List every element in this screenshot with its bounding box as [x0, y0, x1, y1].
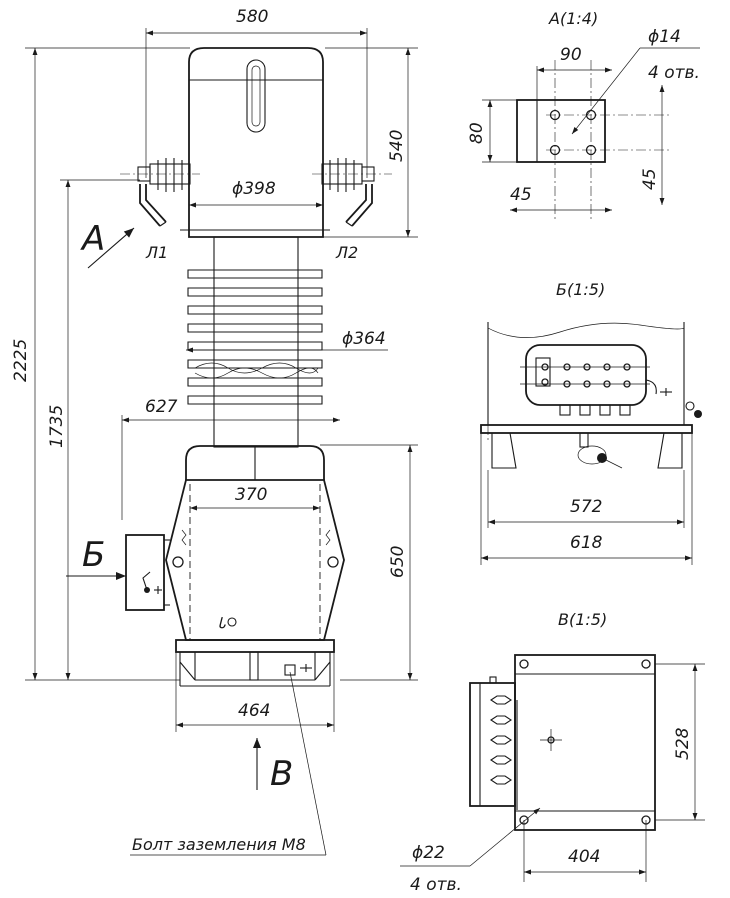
dim-1735-label: 1735 [47, 405, 67, 448]
terminal-box [125, 534, 170, 611]
base [175, 639, 335, 687]
view-a-title: А(1:4) [548, 9, 598, 28]
view-v: В(1:5) 528 404 ϕ22 4 отв. [400, 610, 705, 895]
view-b: Б(1:5) [480, 280, 702, 565]
tank-body: 370 Ꮣ [165, 479, 345, 641]
dim-464-label: 464 [238, 701, 270, 721]
dim-580-label: 580 [236, 7, 268, 27]
arrow-b-label: Б [82, 535, 105, 575]
dim-1735: 1735 [47, 179, 140, 680]
dim-364-label: ϕ364 [342, 329, 386, 349]
dim-464: 464 [175, 652, 335, 732]
terminal-l2-label: Л2 [335, 243, 358, 262]
ground-bolt-leader: Болт заземления М8 [130, 671, 327, 856]
head-housing: ϕ398 [180, 47, 330, 238]
view-a-hole-diameter: ϕ14 [648, 27, 681, 47]
insulator: ϕ364 [186, 236, 388, 448]
view-v-dim-404: 404 [568, 847, 600, 867]
terminal-l1-label: Л1 [145, 243, 168, 262]
dim-398-label: ϕ398 [232, 179, 276, 199]
view-v-hole-diameter: ϕ22 [412, 843, 445, 863]
arrow-v: В [253, 738, 293, 794]
dim-2225-label: 2225 [11, 339, 31, 382]
view-a-dim-45-right: 45 [640, 168, 660, 190]
terminal-l1: Л1 [120, 158, 200, 262]
ground-symbol: Ꮣ [218, 614, 226, 632]
view-v-title: В(1:5) [558, 610, 607, 629]
dim-370-label: 370 [235, 485, 267, 505]
dim-627: 627 [121, 397, 340, 520]
dim-540-label: 540 [387, 130, 407, 162]
ground-bolt-note: Болт заземления М8 [132, 835, 306, 854]
arrow-a-label: А [80, 219, 105, 259]
dim-540: 540 [320, 47, 418, 238]
dim-580: 580 [145, 7, 368, 178]
arrow-v-label: В [270, 754, 293, 794]
arrow-b: Б [66, 535, 126, 580]
dim-650: 650 [320, 444, 418, 681]
tank-dome [185, 445, 325, 481]
view-v-dim-528: 528 [673, 727, 693, 760]
view-a-dim-80: 80 [467, 122, 487, 144]
view-a-hole-count: 4 отв. [648, 63, 700, 83]
terminal-l2: Л2 [312, 158, 392, 262]
dim-2225: 2225 [11, 47, 190, 681]
main-view: 580 540 2225 1735 650 [11, 7, 418, 856]
dim-627-label: 627 [145, 397, 178, 417]
arrow-a: А [80, 219, 135, 269]
view-a: А(1:4) 90 80 45 45 ϕ14 4 отв. [467, 9, 700, 220]
view-b-title: Б(1:5) [556, 280, 605, 299]
view-a-dim-45-left: 45 [510, 185, 532, 205]
view-v-hole-count: 4 отв. [410, 875, 462, 895]
view-a-dim-90: 90 [560, 45, 582, 65]
view-b-dim-618: 618 [570, 533, 603, 553]
view-b-dim-572: 572 [570, 497, 602, 517]
dim-650-label: 650 [388, 546, 408, 578]
